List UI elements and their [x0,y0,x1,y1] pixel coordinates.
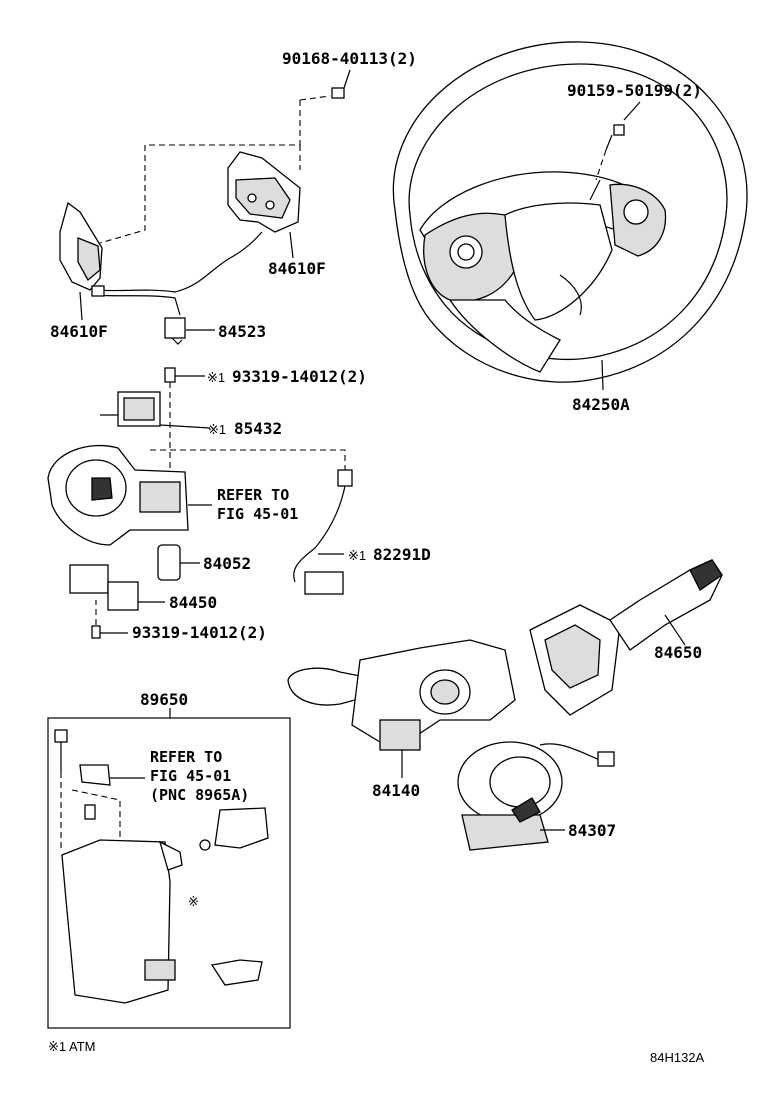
label-box-mark: ※ [188,894,199,909]
key-cylinder-84052 [157,544,200,581]
spiral-cable-84307 [457,741,615,851]
paddle-switch-right [227,151,301,233]
label-mark-1b: ※1 [208,422,226,437]
lock-assembly-parts [54,729,269,1004]
screw-90159 [595,101,641,181]
label-refer-line1: REFER TO [217,486,289,504]
label-screw-90159: 90159-50199(2) [567,81,702,100]
label-screw-90168: 90168-40113(2) [282,49,417,68]
label-mark-1a: ※1 [207,370,225,385]
label-figure-id: 84H132A [650,1050,705,1065]
label-84610F-right: 84610F [268,259,326,278]
paddle-switch-left [59,201,103,291]
label-84307: 84307 [568,821,616,840]
label-85432: 85432 [234,419,282,438]
label-footnote: ※1 ATM [48,1039,96,1054]
harness-84523 [91,231,263,345]
lever-84650 [529,559,723,716]
leader-84610F-left [79,291,83,321]
label-84250A: 84250A [572,395,630,414]
screw-93319-bottom [91,600,128,639]
label-refer2-line1: REFER TO [150,748,222,766]
column-housing [47,444,189,546]
label-82291D: 82291D [373,545,431,564]
label-84052: 84052 [203,554,251,573]
label-refer-line2: FIG 45-01 [217,505,298,523]
label-84450: 84450 [169,593,217,612]
leader-84250A [601,359,604,391]
label-84650: 84650 [654,643,702,662]
label-89650: 89650 [140,690,188,709]
label-84523: 84523 [218,322,266,341]
label-screw-93319-bottom: 93319-14012(2) [132,623,267,642]
screw-90168 [331,69,351,99]
label-84140: 84140 [372,781,420,800]
bracket-84450 [69,564,165,611]
lock-assembly-box [47,717,291,1029]
steering-wheel [392,41,748,383]
label-mark-1c: ※1 [348,548,366,563]
paddle-dashes [99,95,331,244]
wire-82291D [150,449,353,595]
label-84610F-left: 84610F [50,322,108,341]
switch-85432 [100,391,211,429]
label-refer2-line2: FIG 45-01 [150,767,231,785]
leader-84610F-right [289,231,294,259]
label-screw-93319-top: 93319-14012(2) [232,367,367,386]
label-refer2-line3: (PNC 8965A) [150,786,249,804]
combo-switch-84140 [287,639,516,778]
